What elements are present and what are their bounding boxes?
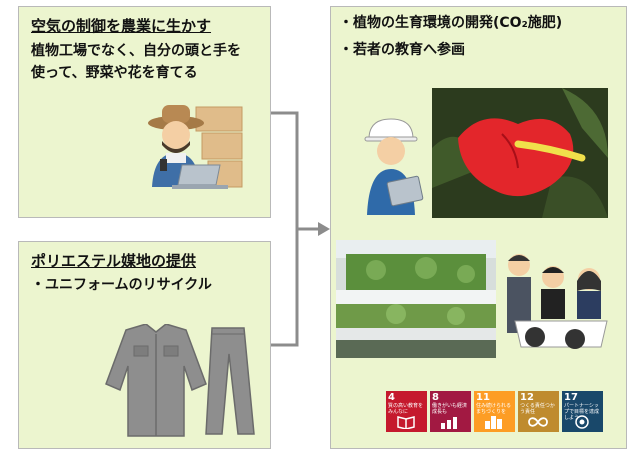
sdg-number: 4 [388,392,395,403]
growth-chart-icon [441,417,457,429]
sdg-label: つくる責任つかう責任 [520,403,555,415]
sdg-number: 12 [520,392,534,403]
uniform-illustration [105,324,255,437]
anthurium-flower-photo [432,88,608,218]
sdg-label: パートナーシップで目標を達成しよう [564,403,600,421]
sdg-number: 17 [564,392,578,403]
city-icon [485,416,502,429]
infinity-icon [528,417,548,427]
box-text-line: 植物工場でなく、自分の頭と手を [31,43,241,59]
sdg-goal-4: 4 質の高い教育をみんなに [386,391,427,432]
farmer-with-laptop-illustration [148,105,243,189]
sdg-label: 働きがいも経済成長も [432,403,468,415]
sdg-goal-12: 12 つくる責任つかう責任 [518,391,559,432]
box-title: ポリエステル媒地の提供 [31,252,197,270]
sdg-goal-11: 11 住み続けられるまちづくりを [474,391,515,432]
box-text-line: 使って、野菜や花を育てる [31,65,198,81]
sdg-number: 11 [476,392,490,403]
box-title: 空気の制御を農業に生かす [31,17,212,35]
box-text-line: ・若者の教育へ参画 [339,42,465,58]
agriculture-control-box: 空気の制御を農業に生かす 植物工場でなく、自分の頭と手を 使って、野菜や花を育て… [18,6,271,218]
sdg-number: 8 [432,392,439,403]
greenhouse-photo [336,240,496,358]
sdg-goal-17: 17 パートナーシップで目標を達成しよう [562,391,603,432]
box-text-line: ・植物の生育環境の開発(CO₂施肥) [339,15,563,31]
polyester-medium-box: ポリエステル媒地の提供 ・ユニフォームのリサイクル [18,241,271,449]
book-icon [397,416,415,429]
worker-with-tablet-illustration [364,118,424,215]
sdg-label: 質の高い教育をみんなに [388,403,424,415]
sdg-goal-8: 8 働きがいも経済成長も [430,391,471,432]
box-text-line: ・ユニフォームのリサイクル [31,277,212,293]
development-education-box: ・植物の生育環境の開発(CO₂施肥) ・若者の教育へ参画 [330,6,627,449]
flower-icon [575,415,589,429]
students-meeting-illustration [507,254,608,349]
sdg-label: 住み続けられるまちづくりを [476,403,512,415]
